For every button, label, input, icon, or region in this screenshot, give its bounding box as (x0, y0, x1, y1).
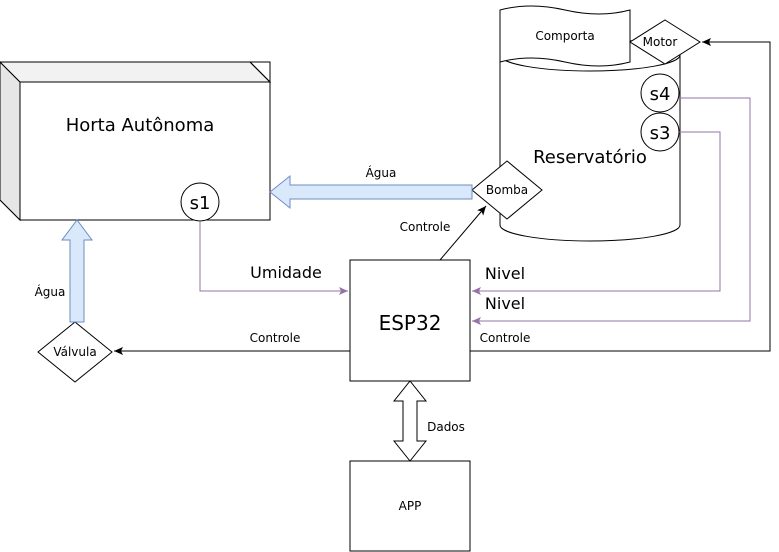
water-arrow-valvula-to-horta (61, 219, 93, 323)
sensor-s4-label: s4 (650, 84, 671, 105)
sensor-s3: s3 (640, 112, 680, 152)
horta-label: Horta Autônoma (66, 115, 215, 136)
sensor-s1-label: s1 (190, 193, 211, 214)
edge-label-controle-bomba: Controle (400, 220, 451, 234)
esp32-label: ESP32 (379, 311, 442, 335)
edge-label-dados: Dados (427, 420, 465, 434)
edge-dados-double-arrow (392, 380, 428, 462)
app-box: APP (349, 460, 471, 552)
bomba-label: Bomba (486, 183, 528, 197)
esp32-box: ESP32 (349, 259, 471, 382)
edge-nivel-s3 (472, 131, 721, 295)
bomba-diamond: Bomba (471, 160, 543, 220)
edge-label-controle-valvula: Controle (250, 331, 301, 345)
comporta-shape: Comporta (499, 5, 631, 67)
sensor-s4: s4 (640, 73, 680, 113)
horta-autonoma-box: Horta Autônoma (0, 61, 272, 222)
sensor-s3-label: s3 (650, 123, 671, 144)
edge-label-controle-motor: Controle (480, 331, 531, 345)
edge-nivel-s4 (472, 97, 751, 325)
sensor-s1: s1 (180, 182, 220, 222)
comporta-label: Comporta (535, 29, 594, 43)
edge-label-agua-top: Água (366, 165, 397, 180)
app-label: APP (399, 499, 422, 513)
reservatorio-cylinder: Reservatório (499, 38, 681, 242)
valvula-diamond: Válvula (37, 321, 113, 383)
edge-label-umidade: Umidade (250, 263, 322, 282)
edge-label-nivel-2: Nivel (485, 294, 525, 313)
edge-label-nivel-1: Nivel (485, 264, 525, 283)
valvula-label: Válvula (53, 345, 96, 359)
motor-diamond: Motor (629, 19, 701, 65)
edge-controle-bomba (439, 205, 487, 261)
motor-label: Motor (643, 35, 678, 49)
water-arrow-bomba-to-horta (269, 174, 473, 210)
edge-label-agua-left: Água (35, 284, 66, 299)
edge-umidade (199, 221, 348, 295)
edge-controle-motor (470, 38, 771, 352)
reservatorio-label: Reservatório (533, 147, 647, 168)
